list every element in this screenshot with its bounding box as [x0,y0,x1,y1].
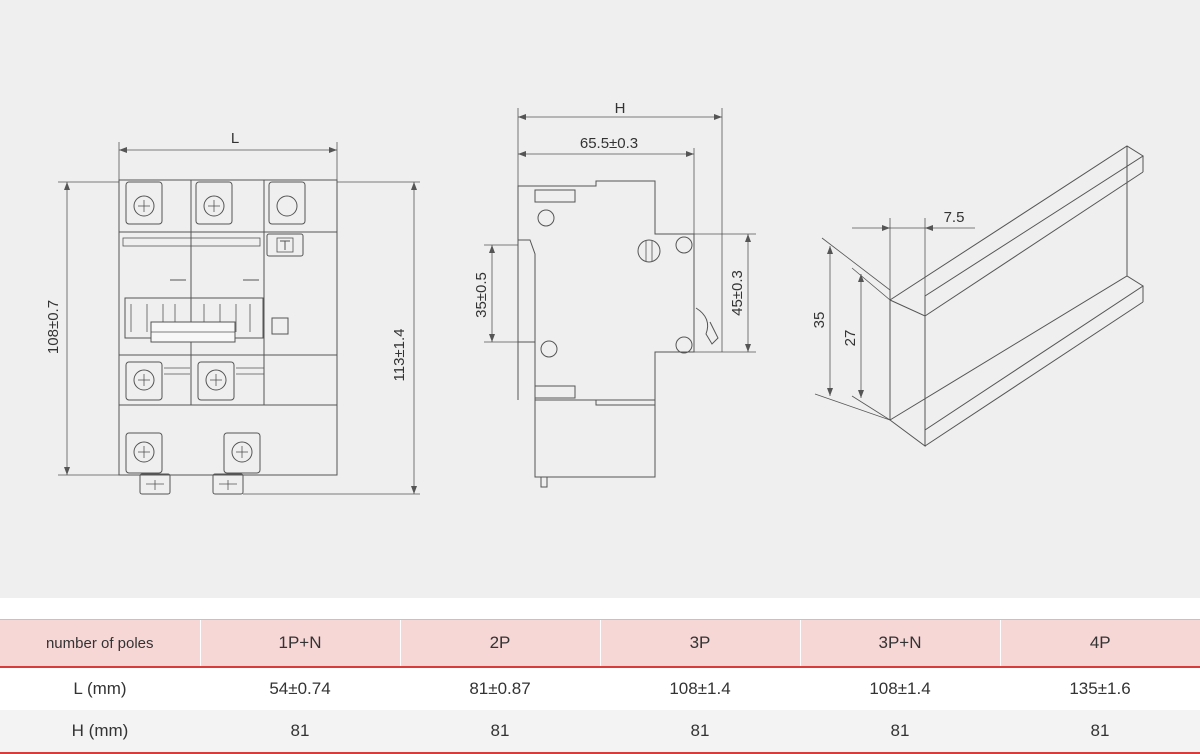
table-row: L (mm) 54±0.74 81±0.87 108±1.4 108±1.4 1… [0,667,1200,710]
dimension-spec-table: number of poles 1P+N 2P 3P 3P+N 4P L (mm… [0,620,1200,754]
header-cell-3p-n: 3P+N [799,620,1000,667]
header-cell-2p: 2P [399,620,600,667]
total-height-dimension-label: 113±1.4 [391,329,408,382]
table-cell: 81 [800,710,1000,754]
terminal-screw-icon [195,181,233,225]
header-cell-poles: number of poles [0,620,200,667]
depth-inner-dimension-label: 65.5±0.3 [580,135,638,152]
knob-icon [637,239,661,263]
table-cell: 81 [600,710,800,754]
table-cell: 135±1.6 [1000,667,1200,710]
width-dimension-label: L [231,130,239,147]
side-view: H 65.5±0.3 35±0.5 45±0.3 [473,100,756,488]
header-cell-4p: 4P [999,620,1200,667]
table-cell: 81 [200,710,400,754]
row-label-l: L (mm) [0,667,200,710]
table-cell: 108±1.4 [800,667,1000,710]
table-top-rule [0,619,1200,620]
terminal-screw-icon [125,181,163,225]
toggle-lever-icon [124,297,264,343]
table-header-row: number of poles 1P+N 2P 3P 3P+N 4P [0,620,1200,667]
rail-height-label: 35 [811,312,828,329]
table-cell: 81±0.87 [400,667,600,710]
front-height-dimension-label: 45±0.3 [729,270,746,316]
height-dimension-label: 108±0.7 [45,300,62,354]
din-rail-view: 7.5 35 27 [811,145,1144,447]
table-cell: 108±1.4 [600,667,800,710]
row-label-h: H (mm) [0,710,200,754]
table-cell: 54±0.74 [200,667,400,710]
lever-icon [695,307,719,345]
dimension-drawings: L 108±0.7 113±1.4 [45,100,1144,495]
depth-dimension-label: H [615,100,626,117]
table-row: H (mm) 81 81 81 81 81 [0,710,1200,754]
rail-thickness-label: 7.5 [944,209,965,226]
table-cell: 81 [1000,710,1200,754]
front-view: L 108±0.7 113±1.4 [45,130,420,495]
terminal-screw-icon [125,361,163,401]
rail-slot-dimension-label: 35±0.5 [473,272,490,318]
rail-inner-height-label: 27 [842,330,859,347]
header-cell-1p-n: 1P+N [199,620,400,667]
header-cell-3p: 3P [599,620,800,667]
terminal-screw-icon [125,432,163,474]
table-cell: 81 [400,710,600,754]
test-button-icon [266,233,304,257]
terminal-screw-icon [223,432,261,474]
terminal-screw-icon [197,361,235,401]
technical-drawing: L 108±0.7 113±1.4 [0,0,1200,598]
terminal-icon [268,181,306,225]
